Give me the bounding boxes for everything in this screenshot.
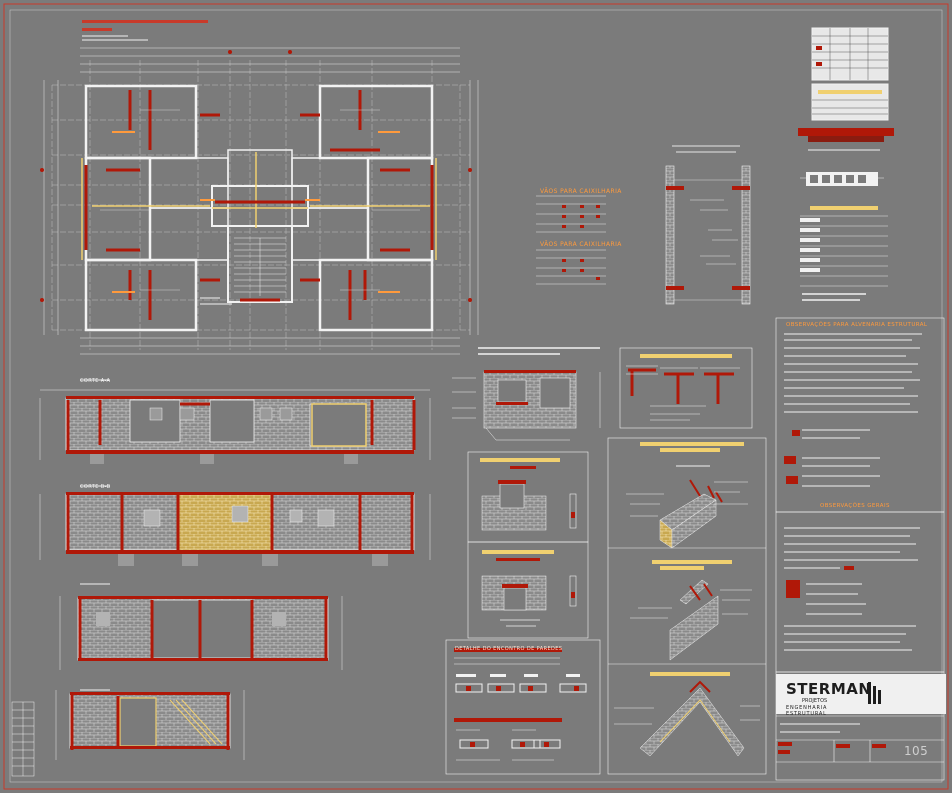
frames-table-a (536, 195, 606, 233)
section-a (39, 389, 431, 464)
notes-column (775, 317, 945, 513)
block-profile-detail (800, 172, 884, 186)
top-right-tables (798, 27, 894, 151)
company-logo: STERMAN PROJETOS ENGENHARIA ESTRUTURAL (786, 678, 872, 717)
masonry-notes-title: OBSERVAÇÕES PARA ALVENARIA ESTRUTURAL (786, 322, 928, 328)
section-c (59, 596, 343, 670)
section-a-label: CORTE A-A (80, 378, 111, 384)
frames-table-b (536, 249, 606, 285)
company-tagline: ENGENHARIA ESTRUTURAL (786, 705, 828, 717)
floor-plan (40, 47, 479, 355)
window-detail-section (452, 347, 601, 441)
left-legend-table (11, 701, 35, 777)
isometric-details (607, 437, 767, 775)
general-notes (775, 511, 945, 673)
bond-detail-panels (467, 347, 753, 639)
plan-title-marks (80, 20, 232, 691)
general-notes-title: OBSERVAÇÕES GERAIS (820, 503, 890, 509)
junction-detail-title: DETALHE DO ENCONTRO DE PAREDES (455, 646, 563, 652)
sheet-number: 105 (904, 744, 929, 758)
company-name: STERMAN (786, 680, 872, 698)
section-d (55, 690, 245, 760)
frames-table-a-title: VÃOS PARA CAIXILHARIA (540, 188, 622, 195)
quantity-table (800, 206, 888, 301)
section-b (39, 492, 431, 566)
company-subtitle: PROJETOS (802, 698, 828, 704)
company-logo-box (776, 674, 946, 714)
junction-legend (445, 639, 601, 775)
section-b-label: CORTE B-B (80, 484, 111, 490)
frames-table-b-title: VÃOS PARA CAIXILHARIA (540, 241, 622, 248)
wall-elevation-detail (665, 145, 751, 305)
